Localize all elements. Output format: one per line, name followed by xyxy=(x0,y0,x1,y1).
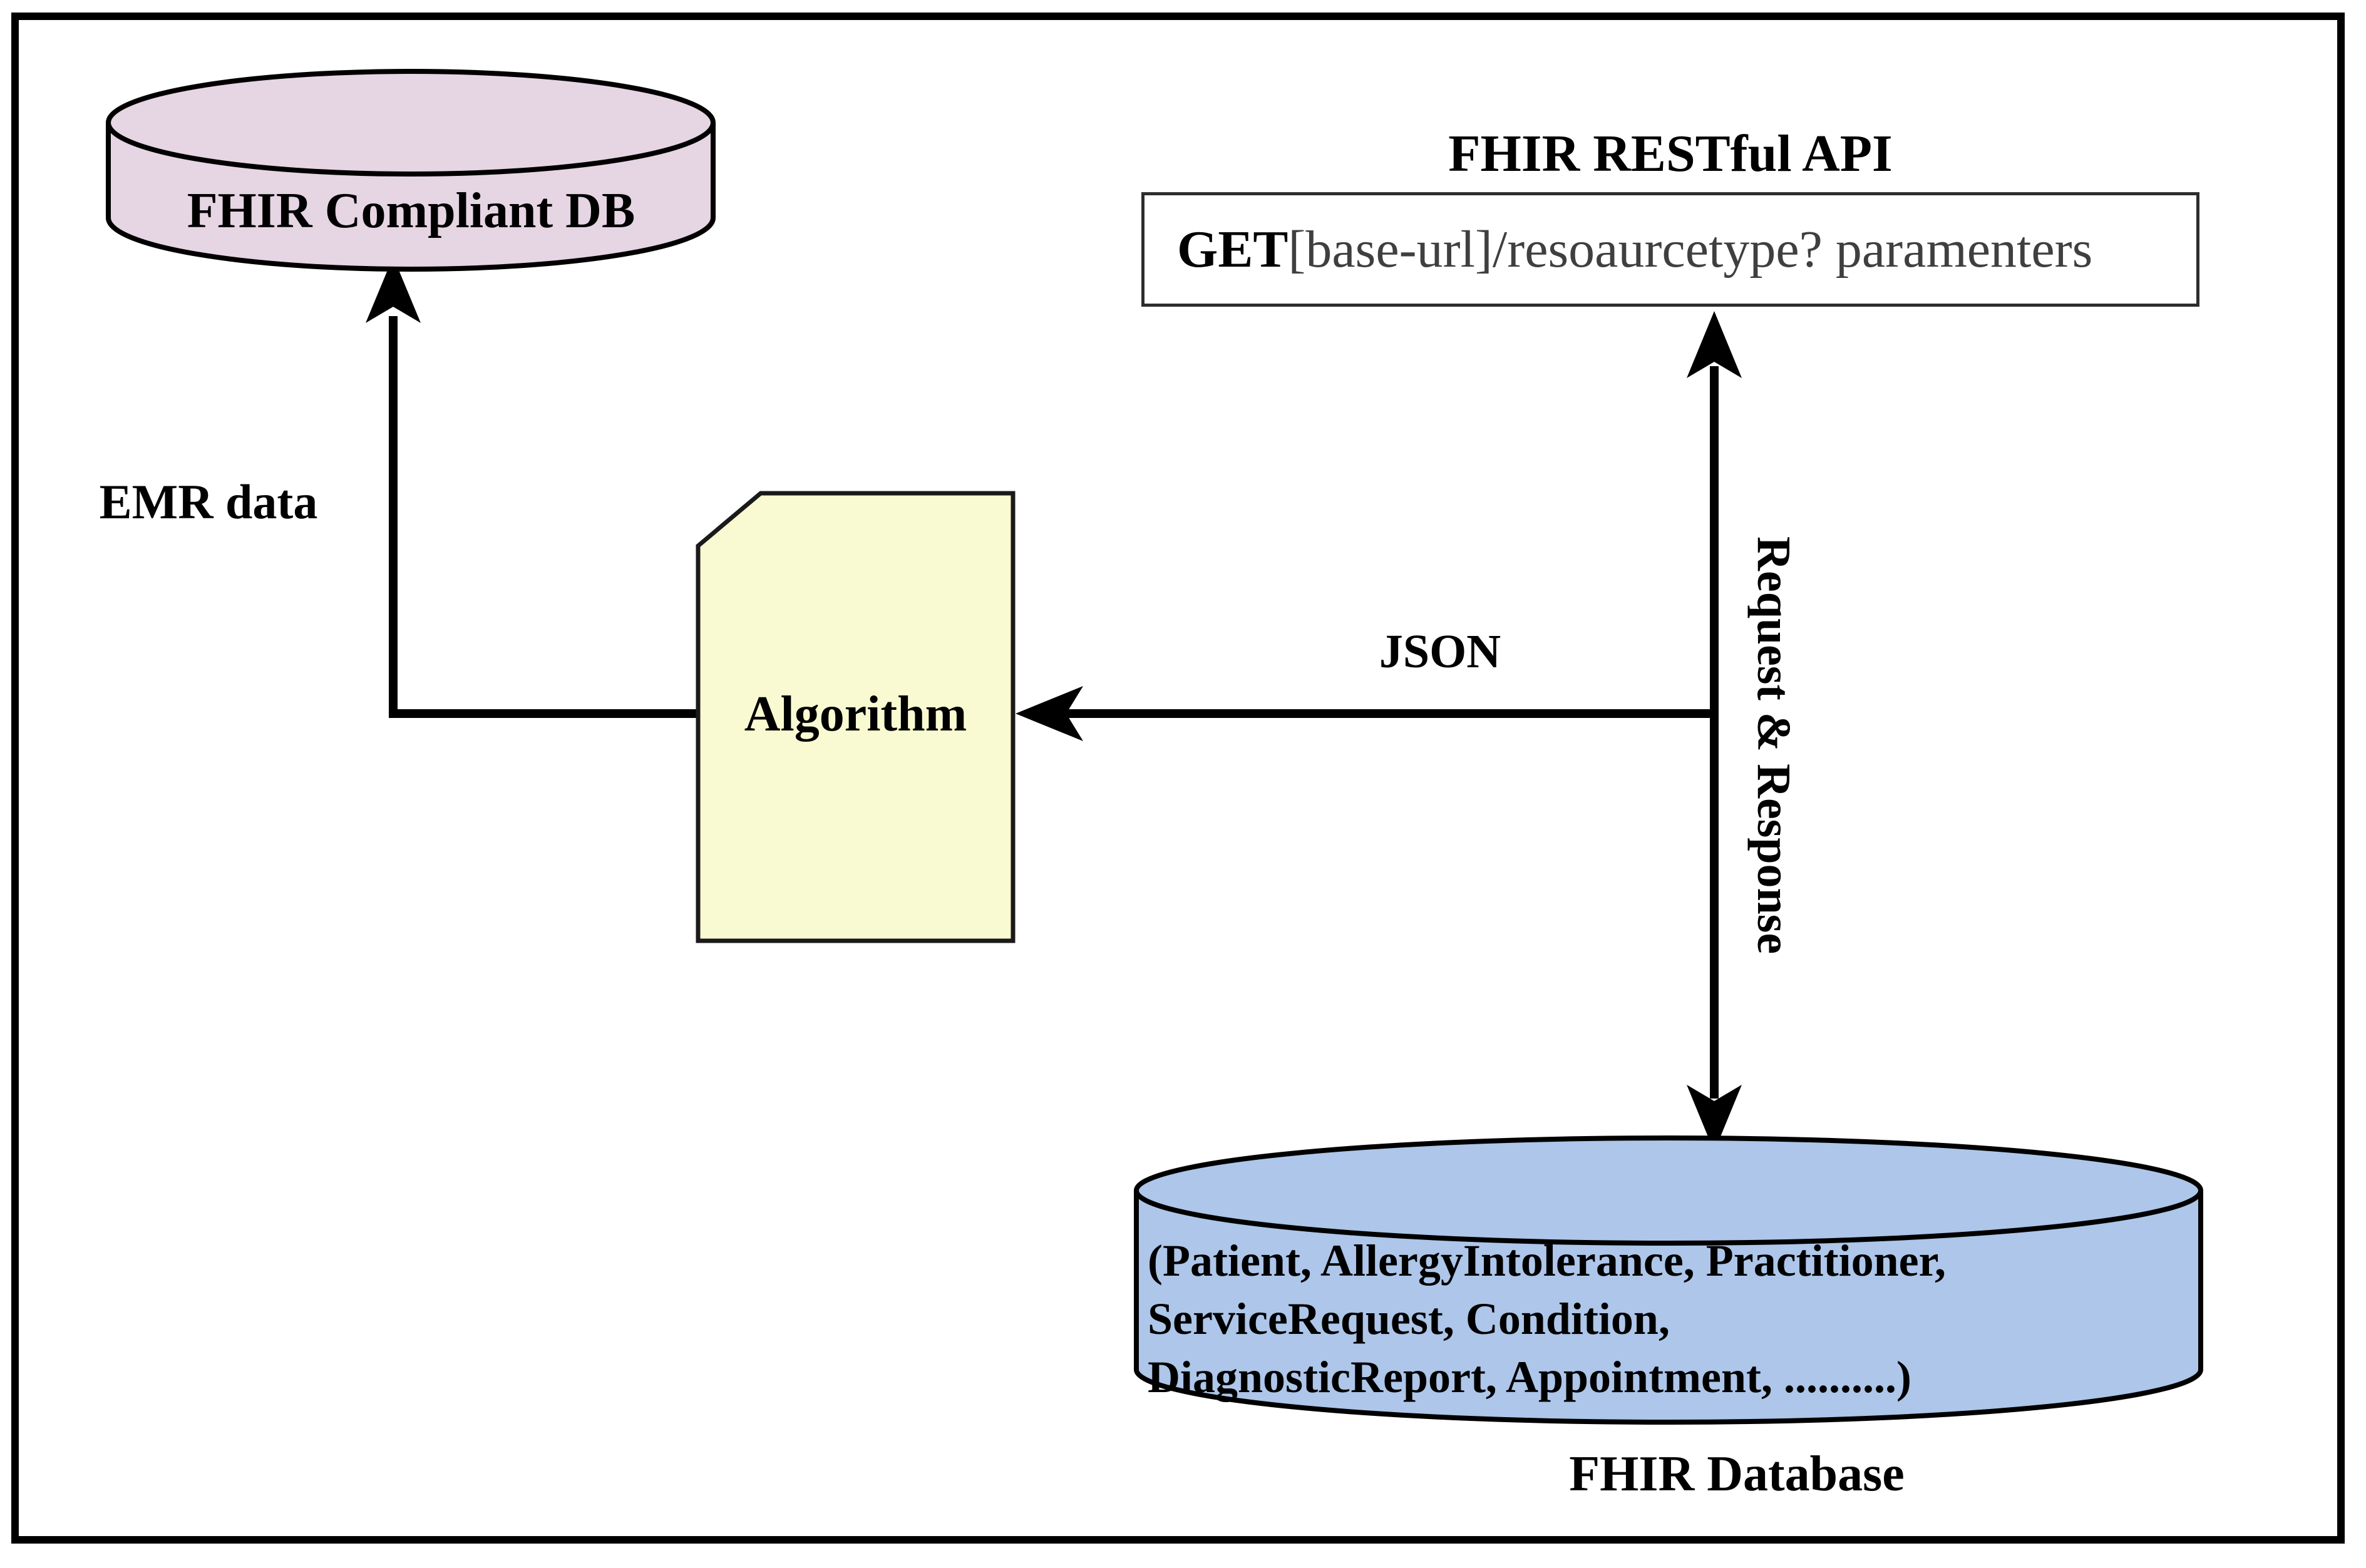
fhir-database-caption: FHIR Database xyxy=(1569,1447,1905,1502)
request-response-edge-label: Request & Response xyxy=(1747,536,1800,955)
fhir-database-top xyxy=(1134,1135,2203,1246)
emr-data-arrowhead-up-icon xyxy=(366,257,421,323)
get-request-box: GET[base-url]/resoaurcetype? paramenters xyxy=(1141,192,2199,307)
fhir-compliant-db-label: FHIR Compliant DB xyxy=(187,183,635,238)
fhir-compliant-db-outline xyxy=(106,123,716,272)
fhir-database-contents-line: DiagnosticReport, Appointment, .........… xyxy=(1148,1352,1911,1402)
fhir-database-body xyxy=(1136,1191,2201,1422)
outer-frame xyxy=(11,13,2345,1544)
json-edge-label: JSON xyxy=(1379,625,1501,678)
fhir-database-outline xyxy=(1134,1191,2203,1425)
fhir-database-cylinder xyxy=(1134,1135,2203,1425)
fhir-database-contents-line: ServiceRequest, Condition, xyxy=(1148,1294,1670,1344)
fhir-compliant-db-top xyxy=(106,69,716,177)
json-arrowhead-left-icon xyxy=(1016,686,1083,741)
request-url-pattern: [base-url]/resoaurcetype? paramenters xyxy=(1288,220,2093,279)
emr-data-label: EMR data xyxy=(99,474,318,529)
algorithm-label: Algorithm xyxy=(744,687,967,742)
request-response-arrowhead-down-icon xyxy=(1687,1085,1742,1152)
fhir-database-contents-line: (Patient, AllergyIntolerance, Practition… xyxy=(1148,1236,1946,1286)
fhir-compliant-db-cylinder xyxy=(106,69,716,272)
algorithm-card xyxy=(696,491,1016,943)
http-method: GET xyxy=(1177,220,1288,279)
emr-data-connector-line xyxy=(389,316,698,718)
fhir-database-contents: (Patient, AllergyIntolerance, Practition… xyxy=(1148,1232,2206,1407)
fhir-restful-api-title: FHIR RESTful API xyxy=(1448,125,1893,183)
request-response-arrowhead-up-icon xyxy=(1687,311,1742,378)
